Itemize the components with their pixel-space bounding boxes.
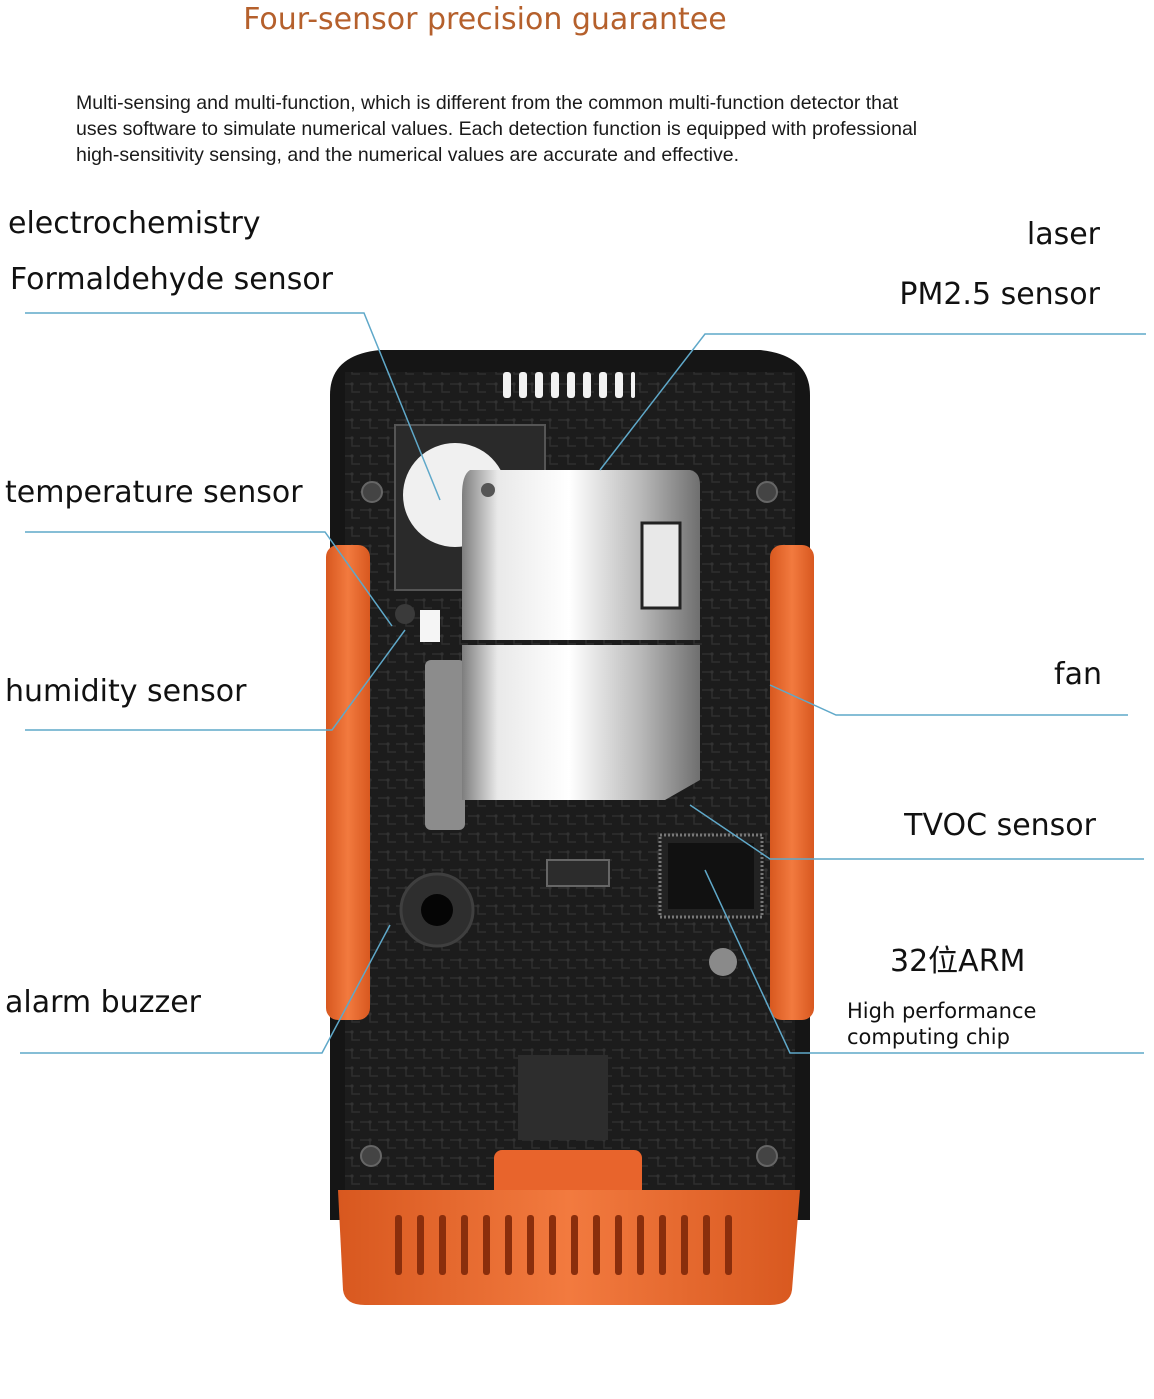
leader-humidity xyxy=(25,629,406,731)
device-body xyxy=(326,350,814,1305)
temperature-humidity-chip xyxy=(420,610,440,642)
left-grip xyxy=(326,545,370,1020)
label-arm-sub-2: computing chip xyxy=(847,1025,1010,1049)
label-pm25-sensor: PM2.5 sensor xyxy=(899,277,1100,312)
label-alarm-buzzer: alarm buzzer xyxy=(5,985,202,1020)
description-line: high-sensitivity sensing, and the numeri… xyxy=(76,144,740,166)
leader-buzzer xyxy=(20,924,391,1054)
top-vent xyxy=(503,372,635,398)
label-electrochemistry: electrochemistry xyxy=(8,206,261,241)
right-grip xyxy=(770,545,814,1020)
leader-formaldehyde xyxy=(25,312,441,501)
label-tvoc-sensor: TVOC sensor xyxy=(904,808,1096,843)
label-temperature-sensor: temperature sensor xyxy=(5,475,303,510)
label-arm-sub-1: High performance xyxy=(847,999,1037,1023)
description: Multi-sensing and multi-function, which … xyxy=(76,90,1126,168)
label-arm: 32位ARM xyxy=(890,944,1026,979)
alarm-buzzer xyxy=(399,872,475,948)
leader-tvoc xyxy=(689,804,1144,860)
description-line: uses software to simulate numerical valu… xyxy=(76,118,918,140)
pm25-sensor xyxy=(425,470,700,830)
label-formaldehyde-sensor: Formaldehyde sensor xyxy=(10,262,334,297)
label-humidity-sensor: humidity sensor xyxy=(5,674,247,709)
leader-lines xyxy=(20,312,1146,1054)
bottom-base xyxy=(338,1150,800,1305)
leader-fan xyxy=(769,684,1128,716)
label-laser: laser xyxy=(1026,217,1100,252)
leader-arm xyxy=(704,869,1144,1054)
arm-chip xyxy=(658,833,764,919)
description-line: Multi-sensing and multi-function, which … xyxy=(76,92,899,114)
leader-temperature xyxy=(25,531,393,627)
page-title: Four-sensor precision guarantee xyxy=(243,2,727,37)
label-fan: fan xyxy=(1054,657,1102,692)
leader-pm25 xyxy=(599,333,1146,471)
